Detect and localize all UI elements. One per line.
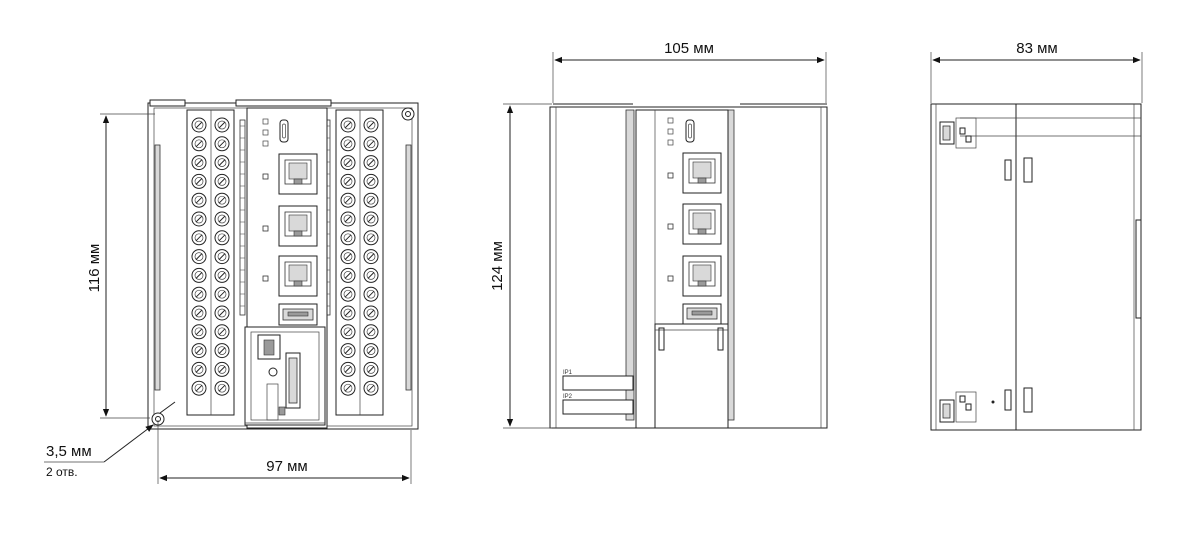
ip1-label: IP1 [563,370,573,376]
dimension-97-label: 97 мм [266,458,307,475]
terminal-block-right [340,117,379,396]
hole-count-label: 2 отв. [46,465,78,479]
middle-view: IP1 IP2 [549,103,828,429]
dimension-124-label: 124 мм [489,241,506,291]
dimension-105-label: 105 мм [664,40,714,57]
middle-ethernet-ports [667,152,722,297]
dimension-83-label: 83 мм [1016,40,1057,57]
front-view [147,99,419,430]
ip2-label: IP2 [563,394,573,400]
terminal-block-left [191,117,230,396]
middle-status-leds [667,117,674,146]
middle-dimensions: 105 мм 124 мм [489,40,827,429]
dimension-116-label: 116 мм [86,244,103,293]
mount-hole-top [401,107,415,121]
side-view [930,103,1142,431]
side-dimensions: 83 мм [930,40,1143,103]
ethernet-ports [262,153,318,297]
status-leds [262,118,269,147]
usb-c-port [279,119,289,143]
front-dimensions: 116 мм 97 мм 3,5 мм 2 отв. [44,113,412,484]
hole-diameter-label: 3,5 мм [46,443,92,460]
